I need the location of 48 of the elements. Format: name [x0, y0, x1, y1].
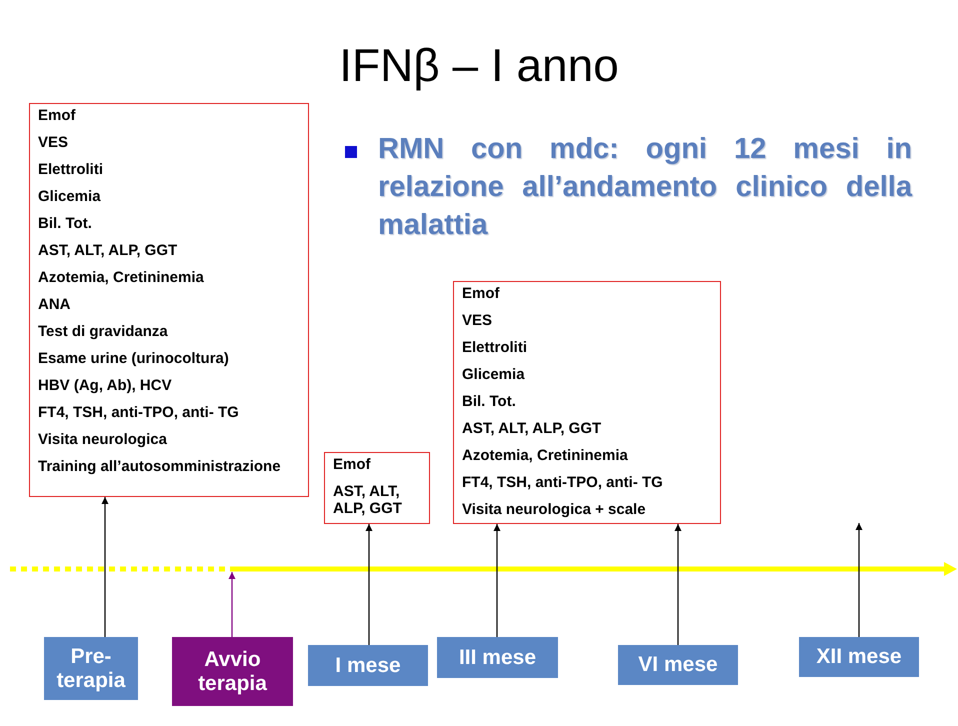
- test-item: Bil. Tot.: [38, 215, 93, 232]
- timepoint-box: [437, 637, 558, 678]
- test-item: Azotemia, Cretininemia: [38, 269, 205, 286]
- test-item: VES: [462, 312, 494, 329]
- test-item: Elettroliti: [462, 339, 528, 356]
- test-item: Emof: [333, 456, 372, 473]
- note-text: RMN con mdc: ogni 12 mesi in relazione all’andamento clinico della malattia: [378, 132, 912, 243]
- test-item: FT4, TSH, anti-TPO, anti- TG: [462, 474, 664, 491]
- test-item: Glicemia: [462, 366, 526, 383]
- arrow: [228, 572, 236, 637]
- timepoint-box: [308, 645, 428, 686]
- arrow: [101, 497, 109, 637]
- test-item: Test di gravidanza: [38, 323, 169, 340]
- test-item: Emof: [38, 107, 76, 124]
- test-item: Esame urine (urinocoltura): [38, 350, 230, 367]
- timepoint-box: [799, 637, 919, 677]
- test-item: VES: [38, 134, 70, 151]
- timepoint-label: I mese: [335, 654, 401, 678]
- arrow: [493, 524, 501, 637]
- test-item: Bil. Tot.: [462, 393, 517, 410]
- test-item: Emof: [462, 285, 500, 302]
- test-item: Elettroliti: [38, 161, 104, 178]
- test-list-box: [29, 103, 309, 497]
- slide-title: IFNβ – I anno: [338, 38, 620, 92]
- test-item: Visita neurologica: [38, 431, 168, 448]
- arrow: [365, 524, 373, 645]
- test-item: AST, ALT, ALP, GGT: [38, 242, 178, 259]
- test-list-box: [453, 281, 721, 524]
- timepoint-box: [44, 637, 138, 700]
- test-item: Visita neurologica + scale: [462, 501, 647, 518]
- test-item: HBV (Ag, Ab), HCV: [38, 377, 173, 394]
- test-item: Azotemia, Cretininemia: [462, 447, 629, 464]
- test-item: FT4, TSH, anti-TPO, anti- TG: [38, 404, 240, 421]
- test-item: Training all’autosomministrazione: [38, 458, 282, 475]
- arrow: [674, 524, 682, 645]
- timepoint-label: III mese: [458, 646, 536, 670]
- timepoint-label: Avvio terapia: [197, 648, 268, 696]
- timepoint-label: XII mese: [816, 645, 902, 669]
- test-item: AST, ALT, ALP, GGT: [462, 420, 602, 437]
- timepoint-label: Pre-terapia: [56, 644, 126, 692]
- timepoint-box: [172, 637, 293, 706]
- test-item: AST, ALT, ALP, GGT: [333, 483, 403, 517]
- test-item: Glicemia: [38, 188, 102, 205]
- arrow: [855, 523, 863, 637]
- timepoint-label: VI mese: [638, 653, 718, 677]
- timepoint-box: [618, 645, 738, 685]
- test-item: ANA: [38, 296, 72, 313]
- test-list-box: [324, 452, 430, 524]
